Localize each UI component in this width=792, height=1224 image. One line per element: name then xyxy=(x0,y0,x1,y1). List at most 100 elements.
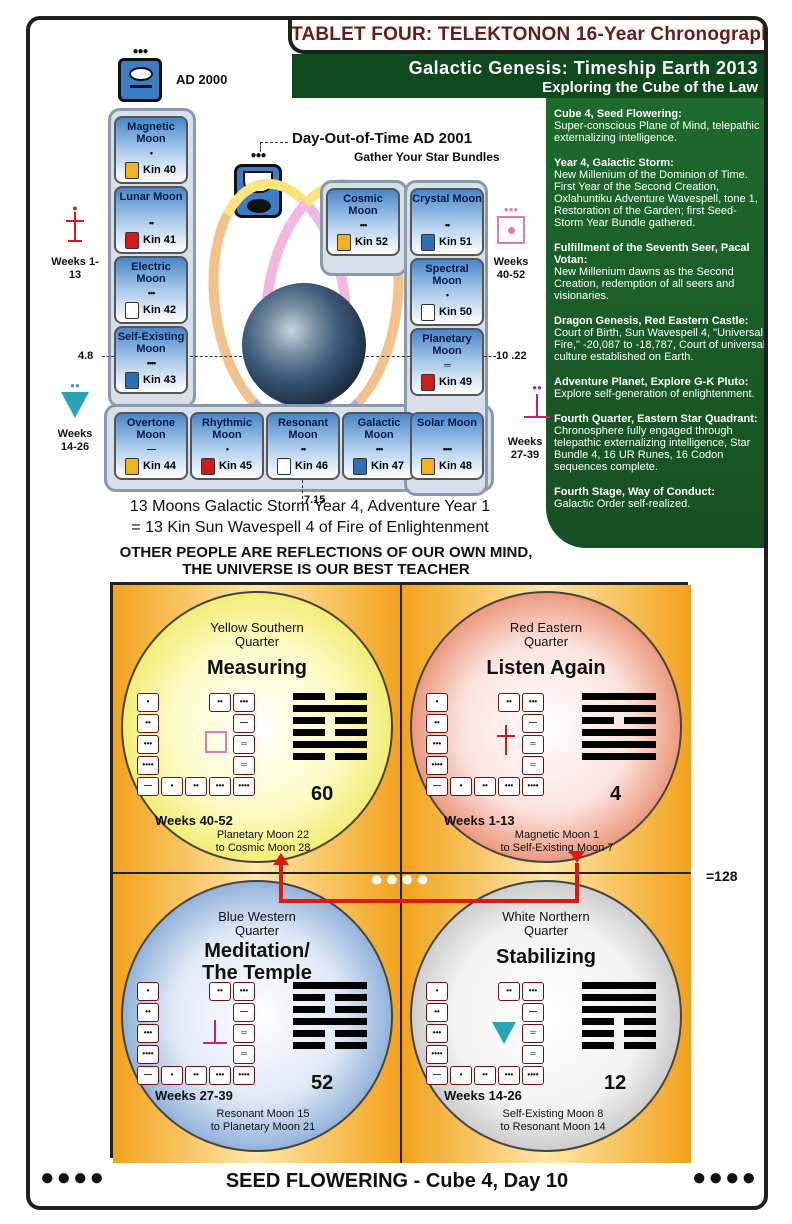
red-cross-icon: ● xyxy=(64,204,86,244)
kin-label: Kin 49 xyxy=(439,376,473,388)
range-start: Self-Existing Moon 8 xyxy=(502,1108,604,1120)
quarter-label: White Northern xyxy=(502,909,590,924)
weeks-1-13-label: Weeks 1-13 xyxy=(51,256,99,281)
footer-title: SEED FLOWERING - Cube 4, Day 10 xyxy=(225,1170,569,1192)
green-header: Galactic Genesis: Timeship Earth 2013 Ex… xyxy=(292,54,764,98)
kin-label: Kin 47 xyxy=(371,460,405,472)
weeks-14-26-label: Weeks 14-26 xyxy=(57,428,93,453)
hexagram-icon xyxy=(582,982,656,1054)
moon-rhythmic: Rhythmic Moon • Kin 45 xyxy=(190,412,264,480)
kin-label: Kin 50 xyxy=(439,306,473,318)
panel-text: Galactic Order self-realized. xyxy=(554,498,691,510)
kin-label: Kin 45 xyxy=(219,460,253,472)
panel-heading: Cube 4, Seed Flowering: xyxy=(554,108,682,120)
quarter-weeks: Weeks 40-52 xyxy=(155,813,233,828)
kin-glyph-icon xyxy=(125,458,139,475)
moon-crystal: Crystal Moon •• Kin 51 xyxy=(410,188,484,256)
quarter-name-2: The Temple xyxy=(202,962,312,984)
connector-vertical-right xyxy=(575,863,579,901)
kin-glyph-icon xyxy=(125,232,139,249)
kin-label: Kin 46 xyxy=(295,460,329,472)
hexagram-number: 52 xyxy=(311,1072,334,1094)
moon-resonant: Resonant Moon •• Kin 46 xyxy=(266,412,340,480)
moon-name: Crystal Moon xyxy=(412,193,482,205)
connector-vertical-left xyxy=(279,863,283,901)
moon-overtone: Overtone Moon — Kin 44 xyxy=(114,412,188,480)
moon-caption-line1: 13 Moons Galactic Storm Year 4, Adventur… xyxy=(129,498,491,515)
moon-tone: • xyxy=(225,444,229,454)
dashed-line-left xyxy=(102,356,114,357)
moon-name: Self-Existing Moon xyxy=(117,331,185,355)
blue-triangle-icon xyxy=(492,1022,516,1044)
red-cross-icon xyxy=(496,725,516,757)
kin-label: Kin 40 xyxy=(143,164,177,176)
moon-tone: — xyxy=(147,444,156,454)
kin-glyph-icon xyxy=(421,304,435,321)
kin-glyph-icon xyxy=(421,374,435,391)
moon-name: Overtone Moon xyxy=(126,417,176,441)
ad2000-glyph-icon: ●●● xyxy=(110,47,170,104)
moon-caption: 13 Moons Galactic Storm Year 4, Adventur… xyxy=(90,496,530,538)
pink-square-icon: ●●● xyxy=(496,206,526,246)
marker-7-15: 7.15 xyxy=(304,494,326,506)
moon-name: Resonant Moon xyxy=(277,417,329,441)
dashed-line-mid-left xyxy=(190,356,242,357)
day-out-connector xyxy=(260,142,288,152)
moon-tone: ••• xyxy=(147,288,155,298)
panel-text: New Millenium of the Dominion of Time. F… xyxy=(554,169,758,229)
moon-name: Cosmic Moon xyxy=(343,193,383,217)
moon-name: Solar Moon xyxy=(417,417,477,429)
quarter-circle: Yellow Southern Quarter Measuring ••••••… xyxy=(121,591,393,863)
marker-10-22: 10 .22 xyxy=(496,350,527,362)
moon-electric: Electric Moon ••• Kin 42 xyxy=(114,256,188,324)
kin-glyph-icon xyxy=(421,458,435,475)
moon-tone: •• xyxy=(444,220,450,230)
range-end: to Resonant Moon 14 xyxy=(500,1121,606,1133)
quarter-cell-white: White Northern Quarter Stabilizing •••••… xyxy=(402,874,691,1163)
hexagram-icon xyxy=(293,693,367,765)
dashed-line-right xyxy=(484,356,496,357)
equals-128: =128 xyxy=(706,868,738,884)
quarter-range: Resonant Moon 15 to Planetary Moon 21 xyxy=(193,1108,333,1134)
kin-glyph-icon xyxy=(125,372,139,389)
tablet-frame: TABLET FOUR: TELEKTONON 16-Year Chronogr… xyxy=(26,16,768,1210)
range-end: to Self-Existing Moon 7 xyxy=(500,842,614,854)
quarter-range: Magnetic Moon 1 to Self-Existing Moon 7 xyxy=(482,829,632,855)
moon-name: Galactic Moon xyxy=(357,417,401,441)
moon-tone: • xyxy=(149,148,153,158)
day-out-title: Day-Out-of-Time AD 2001 xyxy=(292,130,473,147)
quarter-label: Yellow Southern xyxy=(210,620,304,635)
kin-label: Kin 43 xyxy=(143,374,177,386)
quarter-weeks: Weeks 1-13 xyxy=(444,813,515,828)
moon-self-existing: Self-Existing Moon •••• Kin 43 xyxy=(114,326,188,394)
hexagram-number: 60 xyxy=(311,783,334,805)
weeks-27-39-label: Weeks 27-39 xyxy=(507,436,543,461)
panel-block: Fulfillment of the Seventh Seer, Pacal V… xyxy=(554,242,764,302)
quarter-name: Measuring xyxy=(206,657,308,679)
mini-moon-grid: •••••• ••— •••═ ••••═ —•••••••••• xyxy=(137,693,279,796)
panel-heading: Year 4, Galactic Storm: xyxy=(554,157,674,169)
panel-heading: Dragon Genesis, Red Eastern Castle: xyxy=(554,315,749,327)
moon-tone: •••• xyxy=(442,444,453,454)
info-panel: Cube 4, Seed Flowering:Super-conscious P… xyxy=(546,98,764,548)
magenta-bar-icon xyxy=(203,1020,227,1046)
range-end: to Cosmic Moon 28 xyxy=(215,842,311,854)
moon-tone: •• xyxy=(300,444,306,454)
moon-solar: Solar Moon •••• Kin 48 xyxy=(410,412,484,480)
range-end: to Planetary Moon 21 xyxy=(210,1121,316,1133)
moon-caption-line2: = 13 Kin Sun Wavespell 4 of Fire of Enli… xyxy=(131,519,489,536)
panel-text: Super-conscious Plane of Mind, telepathi… xyxy=(554,120,760,144)
hexagram-number: 12 xyxy=(604,1072,627,1094)
day-out-glyph-icon: ●●● xyxy=(230,151,286,232)
moon-lunar: Lunar Moon •• Kin 41 xyxy=(114,186,188,254)
center-dots: ●●●● xyxy=(370,866,432,891)
panel-heading: Fourth Quarter, Eastern Star Quadrant: xyxy=(554,413,758,425)
mini-moon-grid: •••••• ••— •••═ ••••═ —•••••••••• xyxy=(137,982,279,1085)
kin-glyph-icon xyxy=(125,162,139,179)
magenta-bar-icon: ●● xyxy=(522,384,552,424)
moon-name: Magnetic Moon xyxy=(127,121,175,145)
quarter-range: Planetary Moon 22 to Cosmic Moon 28 xyxy=(193,829,333,855)
motto-line2: THE UNIVERSE IS OUR BEST TEACHER xyxy=(182,561,470,578)
panel-heading: Adventure Planet, Explore G-K Pluto: xyxy=(554,376,749,388)
page-title: TABLET FOUR: TELEKTONON 16-Year Chronogr… xyxy=(291,24,768,45)
